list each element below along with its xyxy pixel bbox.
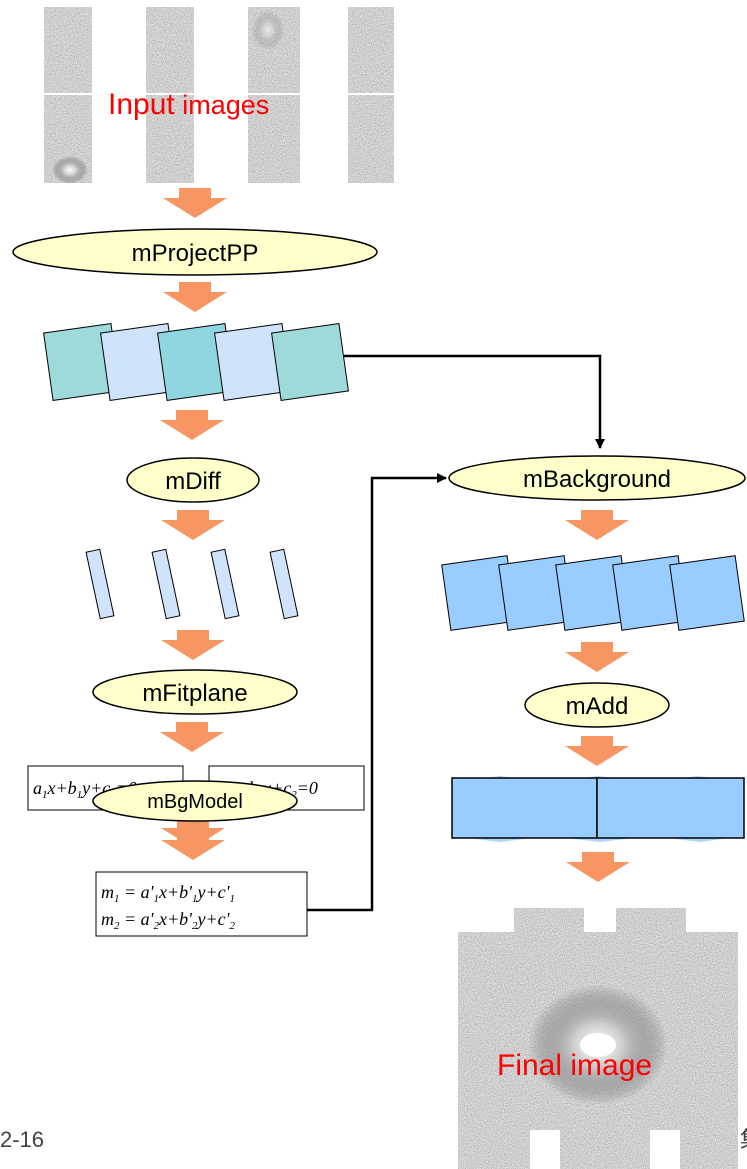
diff-strip <box>210 548 240 620</box>
input-image-1 <box>44 7 92 184</box>
mosaic-result <box>451 776 745 842</box>
down-block-arrow-icon <box>161 630 225 660</box>
down-block-arrow-icon <box>565 642 629 672</box>
mdiff-label: mDiff <box>165 468 221 495</box>
connector-tiles-to-background <box>344 354 605 449</box>
down-block-arrow-icon <box>163 188 227 218</box>
down-block-arrow-icon <box>161 830 225 860</box>
projected-tiles <box>43 323 349 401</box>
mdiff-step: mDiff <box>126 457 260 503</box>
down-block-arrow-icon <box>163 282 227 312</box>
mosaic-half-right <box>596 777 745 839</box>
input-images-label: Input images <box>108 88 269 121</box>
slide-number: 2-16 <box>0 1127 44 1152</box>
model-equations: m1 = a'1x+b'1y+c'1 m2 = a'2x+b'2y+c'2 <box>95 871 308 937</box>
mfitplane-label: mFitplane <box>142 680 247 707</box>
corrected-tiles <box>441 555 745 631</box>
down-block-arrow-icon <box>161 510 225 540</box>
corrected-tile <box>669 555 745 631</box>
mfitplane-step: mFitplane <box>92 669 298 715</box>
madd-label: mAdd <box>566 693 629 720</box>
madd-step: mAdd <box>524 682 670 728</box>
mosaic-half-left <box>451 777 598 839</box>
mbgmodel-step: mBgModel <box>92 780 298 822</box>
diff-strip <box>151 548 181 620</box>
footer-right-text: 集 <box>740 1127 747 1152</box>
diff-strip <box>269 548 299 620</box>
model-equation-2: m2 = a'2x+b'2y+c'2 <box>101 909 236 932</box>
final-image-label: Final image <box>497 1049 652 1082</box>
model-equation-1: m1 = a'1x+b'1y+c'1 <box>101 882 235 905</box>
diff-strips <box>85 548 299 620</box>
diff-strip <box>85 548 115 620</box>
down-block-arrow-icon <box>565 736 629 766</box>
down-block-arrow-icon <box>160 410 224 440</box>
down-block-arrow-icon <box>565 510 629 540</box>
mbackground-step: mBackground <box>448 455 746 501</box>
mbackground-label: mBackground <box>523 466 671 493</box>
down-block-arrow-icon <box>566 852 630 882</box>
mprojectpp-label: mProjectPP <box>132 240 259 267</box>
input-images-group: Input images <box>44 7 394 184</box>
final-image: Final image <box>458 908 738 1169</box>
connector-model-to-background <box>307 473 447 912</box>
mprojectpp-step: mProjectPP <box>12 228 378 276</box>
projected-tile <box>271 323 349 401</box>
down-block-arrow-icon <box>160 722 224 752</box>
mbgmodel-label: mBgModel <box>147 791 243 813</box>
